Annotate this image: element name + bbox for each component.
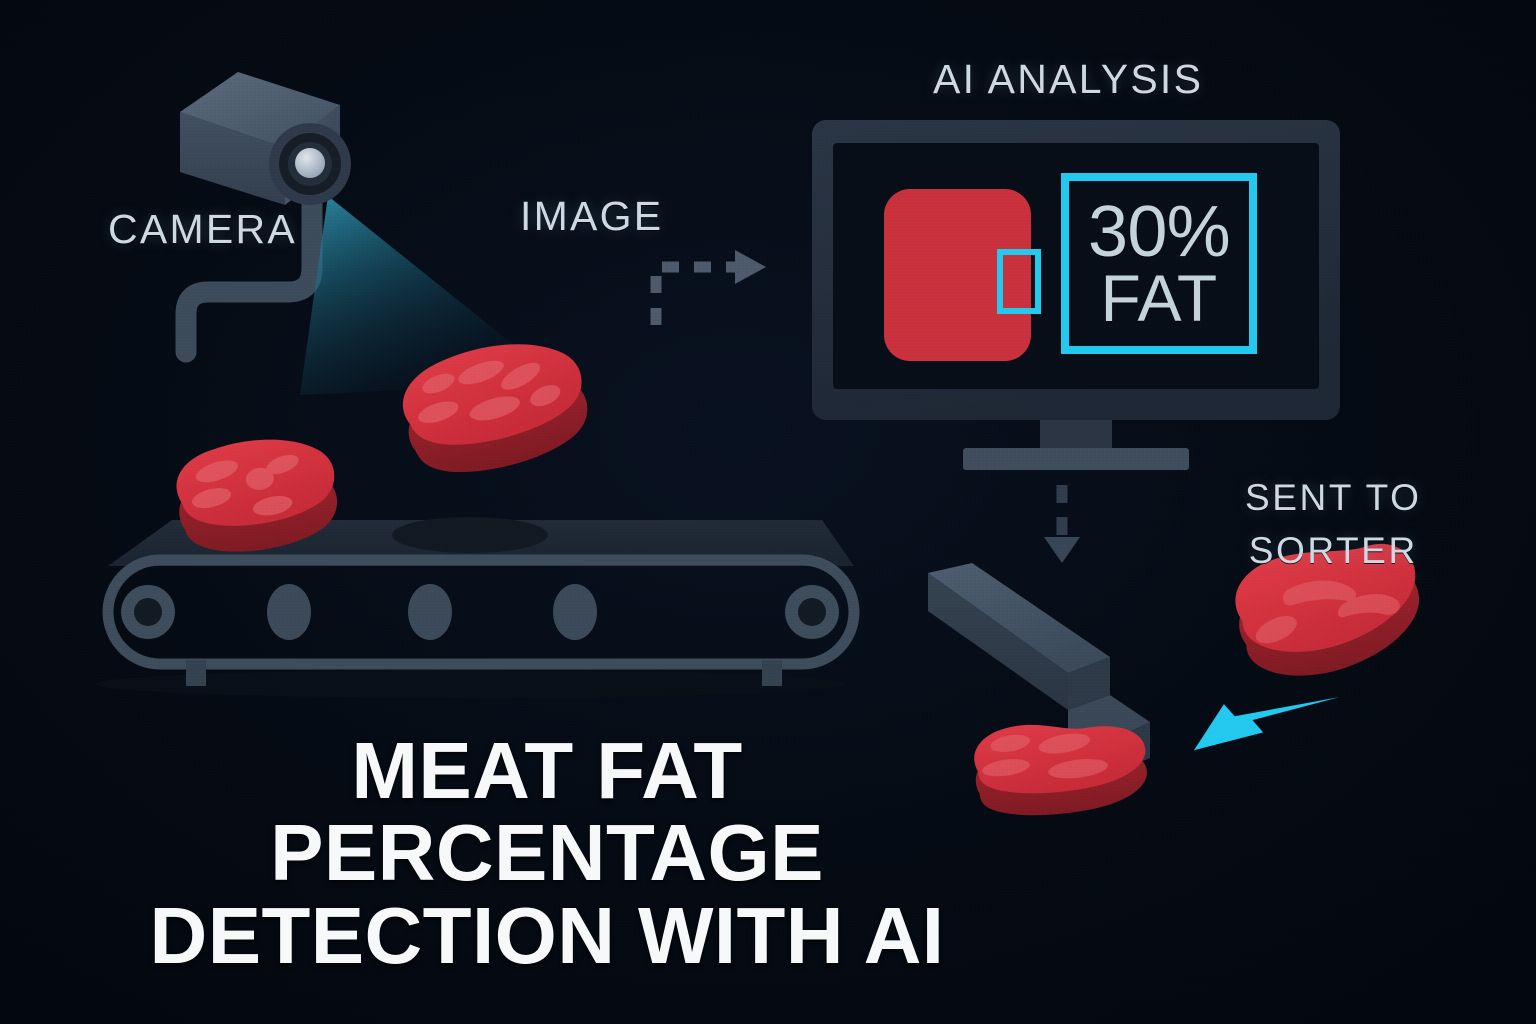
image-arrow-head (735, 250, 766, 284)
meat-piece (176, 439, 337, 552)
conveyor-ground-shadow (95, 670, 845, 698)
meat-marbling (1255, 580, 1400, 644)
conveyor-leg-left (186, 660, 206, 686)
label-image: IMAGE (520, 193, 664, 239)
meat-piece (1235, 543, 1419, 676)
monitor-neck (1040, 420, 1112, 450)
image-flow-arrow (650, 250, 766, 325)
screen-detection-box (1061, 173, 1257, 354)
conveyor-frame (102, 554, 860, 670)
meat-marbling (418, 360, 561, 423)
conveyor-belt-dot (553, 584, 597, 640)
sorter-arm-end-cap (1068, 657, 1110, 710)
label-sent-to-sorter-line1: SENT TO (1245, 477, 1422, 518)
sorter-arm-top-face (928, 563, 1110, 673)
screen-meat-sample (884, 189, 1031, 361)
camera-lens-glass (295, 148, 325, 178)
label-ai-analysis: AI ANALYSIS (933, 56, 1204, 102)
sorter-arm-side-face (928, 573, 1068, 710)
meat-piece (974, 724, 1147, 816)
page-title: MEAT FAT PERCENTAGE DETECTION WITH AI (112, 726, 982, 980)
sorter-arrow-head (1044, 537, 1080, 563)
camera-light-beam (300, 196, 560, 395)
screen-fat-percent: 30% (1088, 191, 1231, 272)
camera-illustration (175, 72, 560, 395)
label-camera: CAMERA (108, 206, 297, 252)
conveyor-roller-right-hub (798, 598, 826, 626)
sorter-direction-arrow (1193, 697, 1340, 751)
meat-marbling (192, 454, 299, 516)
camera-mount-bracket (175, 185, 323, 363)
page-title-line3: DETECTION WITH AI (149, 890, 945, 980)
sorter-flow-arrow (1044, 485, 1080, 563)
conveyor-belt-dot (408, 584, 452, 640)
page-title-line1: MEAT FAT (351, 726, 743, 815)
meat-piece (402, 344, 588, 473)
belt-item-shadow (392, 517, 548, 553)
screen-fat-label: FAT (1100, 260, 1218, 335)
screen-crop-box (997, 249, 1041, 314)
page-title-line2: PERCENTAGE (270, 808, 824, 898)
label-sent-to-sorter: SENT TO SORTER (1245, 472, 1421, 577)
conveyor-roller-left-hub (134, 598, 162, 626)
screen-fat-readout: 30% FAT (1069, 188, 1249, 340)
image-arrow-path (650, 261, 735, 325)
monitor-illustration (812, 120, 1340, 470)
meat-marbling (982, 733, 1108, 779)
camera-body-side (180, 112, 285, 205)
conveyor-leg-right (762, 660, 782, 686)
conveyor-belt-dot (267, 584, 311, 640)
monitor-base (963, 448, 1189, 470)
label-sent-to-sorter-line2: SORTER (1248, 529, 1418, 571)
